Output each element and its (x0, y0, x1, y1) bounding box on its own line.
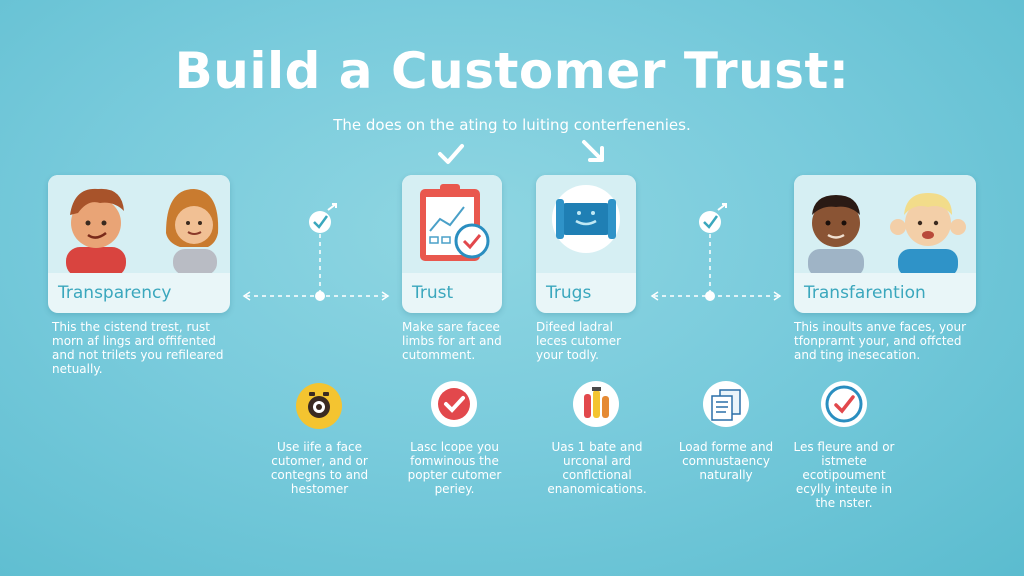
card-label: Transfarention (804, 283, 926, 303)
scroll-screen-icon (552, 185, 620, 253)
documents-icon (703, 381, 749, 427)
card-art (402, 175, 502, 273)
card-art (536, 175, 636, 273)
checkmark-icon (438, 144, 464, 164)
camera-face-icon (296, 383, 342, 429)
arrow-down-right-icon (582, 140, 604, 162)
card-transfarention[interactable]: Transfarention (794, 175, 976, 313)
card-transparency[interactable]: Transparency (48, 175, 230, 313)
two-people-icon (66, 188, 219, 277)
card-desc-transfarention: This inoults anve faces, your tfonprarnt… (794, 320, 967, 362)
card-art (794, 175, 976, 277)
card-desc-transparency: This the cistend trest, rust morn af lin… (52, 320, 224, 376)
bottom-desc-4: Load forme and comnustaency naturally (678, 440, 774, 482)
card-desc-trugs: Difeed ladral leces cutomer your todly. (536, 320, 622, 362)
card-label: Trugs (546, 283, 592, 303)
card-label: Trust (412, 283, 454, 303)
bottom-desc-3: Uas 1 bate and urconal ard conflctional … (547, 440, 647, 496)
subtitle: The does on the ating to luiting conterf… (333, 116, 691, 134)
bottom-desc-2: Lasc lcope you fomwinous the popter cuto… (407, 440, 502, 496)
page-title: Build a Customer Trust: (174, 42, 850, 100)
connector-left (242, 203, 390, 301)
bottom-desc-5: Les fleure and or istmete ecotipoument e… (793, 440, 895, 510)
card-desc-trust: Make sare facee limbs for art and cutomm… (402, 320, 502, 362)
test-tubes-icon (573, 381, 619, 427)
card-trust[interactable]: Trust (402, 175, 502, 313)
clock-check-icon (821, 381, 867, 427)
card-art (48, 175, 230, 277)
clipboard-chart-icon (420, 184, 490, 261)
two-people-icon (808, 193, 966, 277)
checkmark-badge-icon (431, 381, 477, 427)
card-trugs[interactable]: Trugs (536, 175, 636, 313)
bottom-desc-1: Use iife a face cutomer, and or contegns… (270, 440, 369, 496)
connector-right (650, 203, 782, 301)
card-label: Transparency (58, 283, 172, 303)
